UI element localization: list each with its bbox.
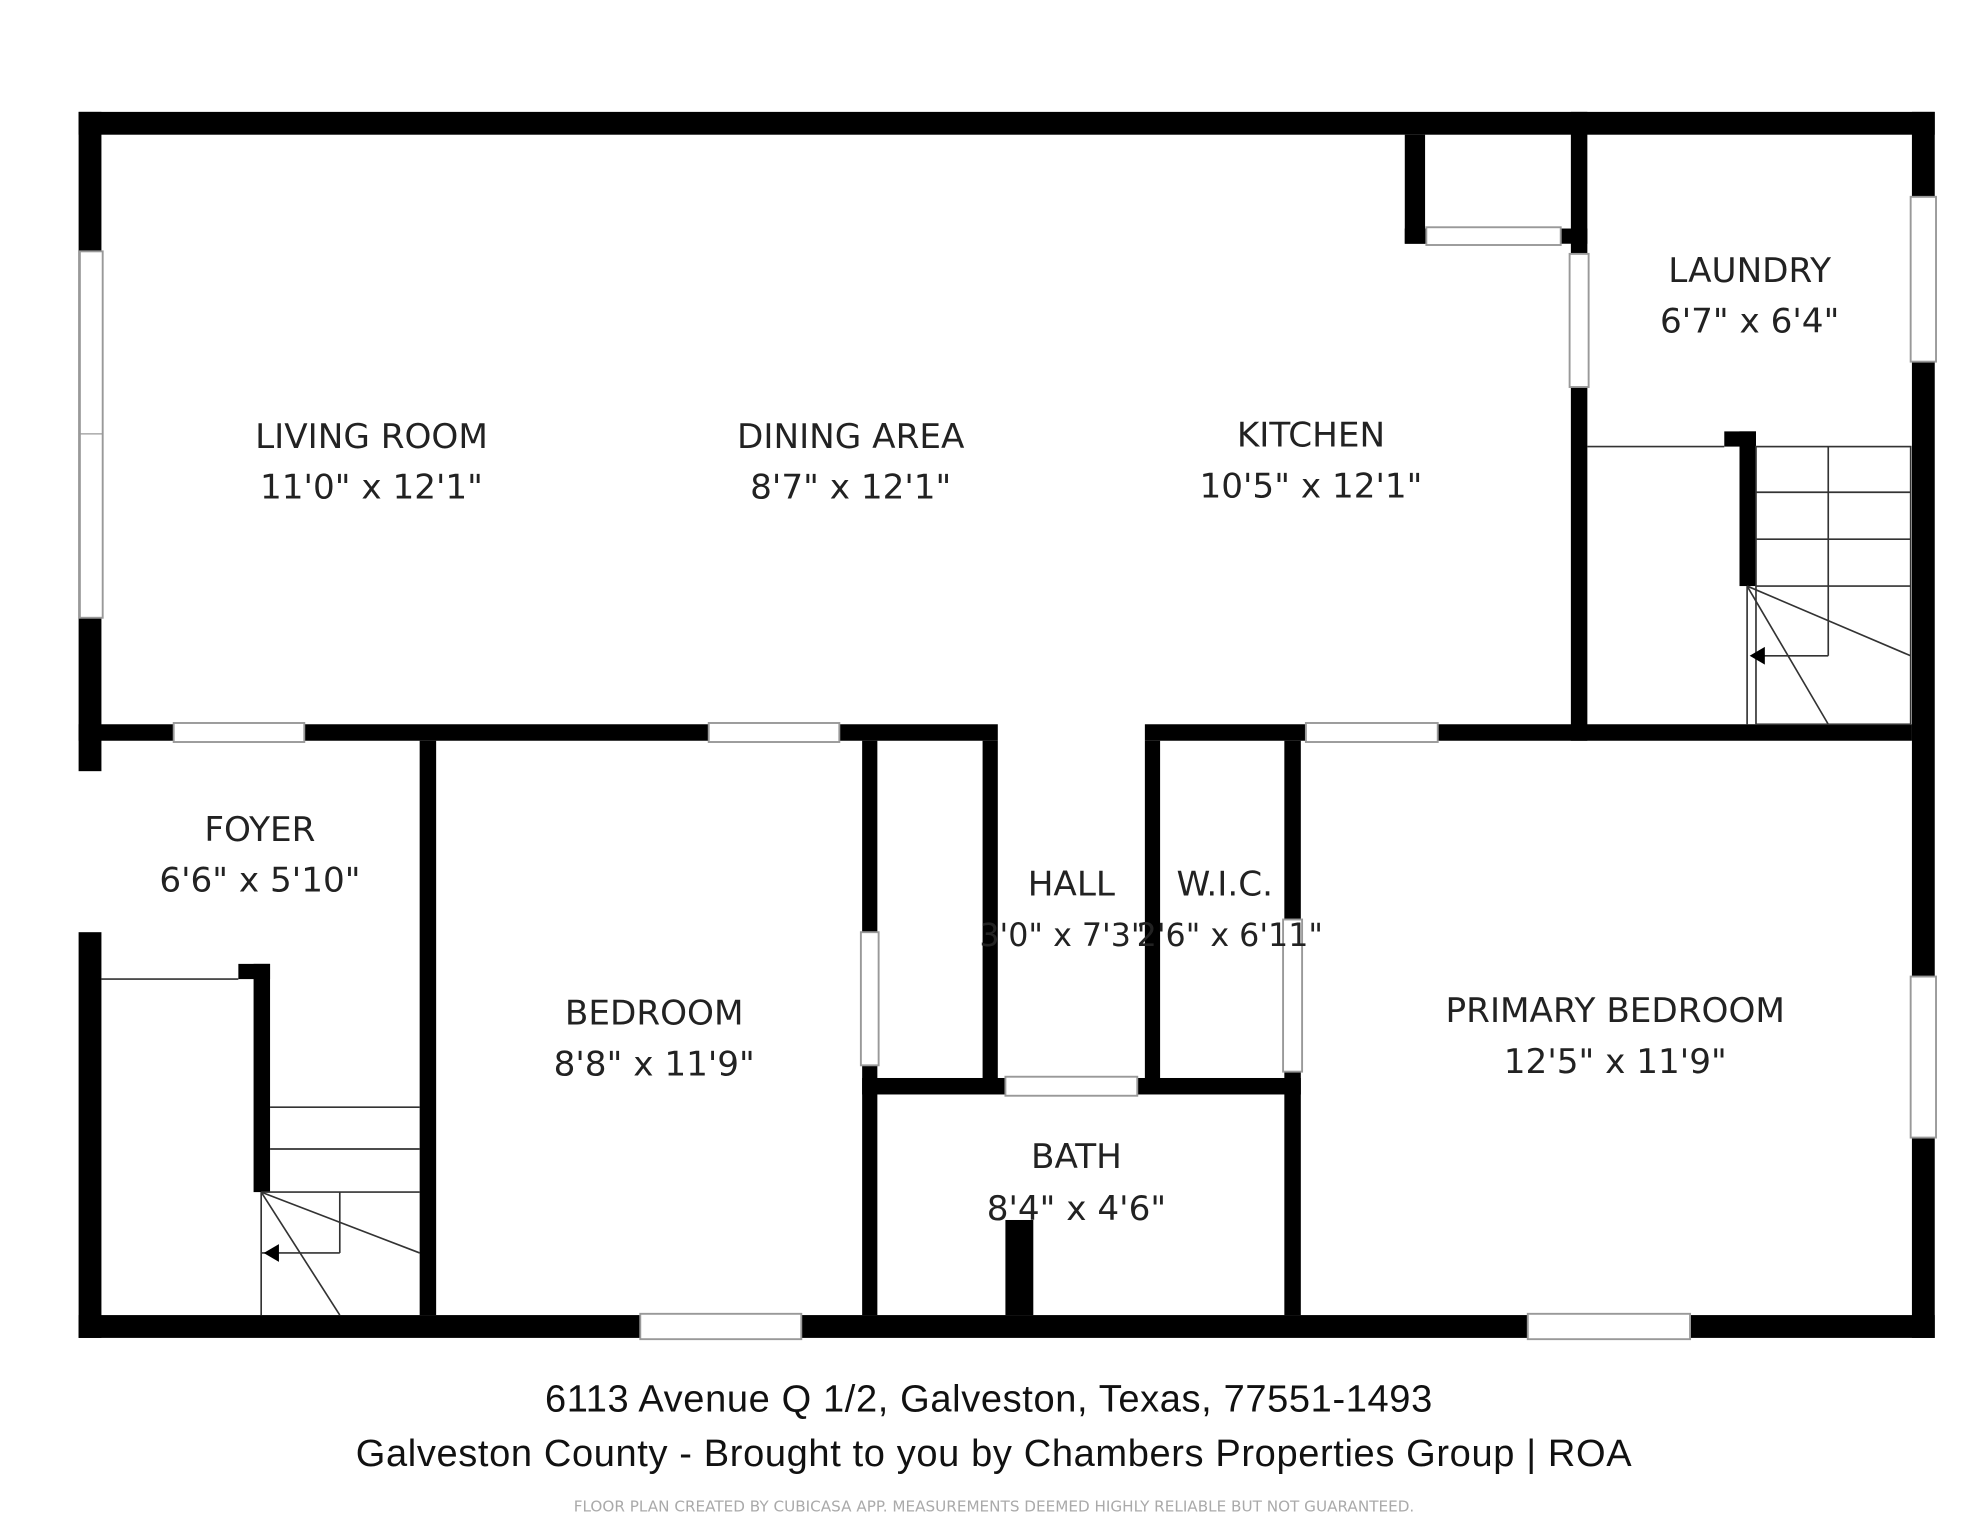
credit-line: Galveston County - Brought to you by Cha… xyxy=(356,1433,1632,1475)
address: 6113 Avenue Q 1/2, Galveston, Texas, 775… xyxy=(545,1378,1433,1420)
room-size: 11'0" x 12'1" xyxy=(260,468,483,508)
openings xyxy=(76,195,1937,1341)
room-size: 6'7" x 6'4" xyxy=(1660,301,1839,341)
room-size: 3'0" x 7'3" xyxy=(979,918,1145,954)
room-name: BEDROOM xyxy=(565,994,744,1034)
room-size: 8'4" x 4'6" xyxy=(987,1189,1166,1229)
stairs xyxy=(101,445,1912,1316)
disclaimer: FLOOR PLAN CREATED BY CUBICASA APP. MEAS… xyxy=(574,1498,1415,1516)
room-labels: LIVING ROOM 11'0" x 12'1" DINING AREA 8'… xyxy=(159,251,1839,1229)
room-name: LAUNDRY xyxy=(1668,251,1831,291)
room-size: 12'5" x 11'9" xyxy=(1504,1042,1727,1082)
room-name: HALL xyxy=(1028,864,1115,904)
walls xyxy=(78,111,1935,1338)
room-name: LIVING ROOM xyxy=(255,417,488,457)
room-name: BATH xyxy=(1031,1137,1122,1177)
room-name: FOYER xyxy=(204,810,315,850)
room-name: DINING AREA xyxy=(737,417,965,457)
room-size: 2'6" x 6'11" xyxy=(1137,918,1323,954)
room-name: PRIMARY BEDROOM xyxy=(1446,991,1785,1031)
room-size: 6'6" x 5'10" xyxy=(159,861,360,901)
room-size: 10'5" x 12'1" xyxy=(1199,466,1422,506)
room-name: KITCHEN xyxy=(1237,416,1385,456)
room-size: 8'8" x 11'9" xyxy=(554,1044,755,1084)
room-name: W.I.C. xyxy=(1176,864,1273,904)
room-size: 8'7" x 12'1" xyxy=(750,468,951,508)
